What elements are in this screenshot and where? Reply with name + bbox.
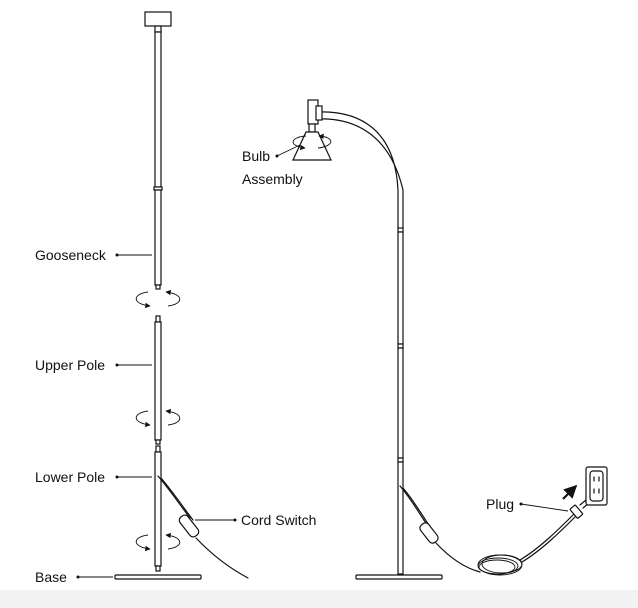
plug-label: Plug xyxy=(486,496,514,512)
cord-switch-label: Cord Switch xyxy=(241,512,316,528)
lower-pole xyxy=(397,347,404,459)
lower-pole-part xyxy=(154,445,162,572)
lower-pole-label: Lower Pole xyxy=(35,469,105,485)
rotation-arrow-icon xyxy=(135,532,181,552)
cap-neck xyxy=(154,25,162,33)
rotation-arrow-icon xyxy=(135,408,181,428)
rotation-arrow-icon xyxy=(135,289,181,309)
bulb-assembly-label: Assembly xyxy=(242,171,303,187)
direction-arrow-icon xyxy=(562,484,578,500)
top-cap xyxy=(144,11,172,27)
leader-lines xyxy=(76,253,237,579)
gooseneck-part xyxy=(153,31,163,290)
leader-lines xyxy=(275,144,569,512)
cord-switch-part xyxy=(157,475,249,579)
bulb-label: Bulb xyxy=(242,148,270,164)
power-outlet-icon xyxy=(585,466,608,506)
upper-pole-part xyxy=(154,315,162,445)
power-cord xyxy=(399,485,577,576)
base-part xyxy=(114,574,202,580)
bulb-assembly xyxy=(292,123,332,161)
base xyxy=(355,574,443,580)
base-label: Base xyxy=(35,569,67,585)
upper-pole xyxy=(397,231,404,345)
exploded-lamp: Gooseneck Upper Pole Lower Pole Base Cor… xyxy=(35,11,316,585)
gooseneck-arc xyxy=(315,111,404,229)
upper-pole-label: Upper Pole xyxy=(35,357,105,373)
assembled-lamp: Bulb Assembly Plug xyxy=(242,99,608,580)
bottom-band xyxy=(0,590,638,608)
gooseneck-label: Gooseneck xyxy=(35,247,107,263)
